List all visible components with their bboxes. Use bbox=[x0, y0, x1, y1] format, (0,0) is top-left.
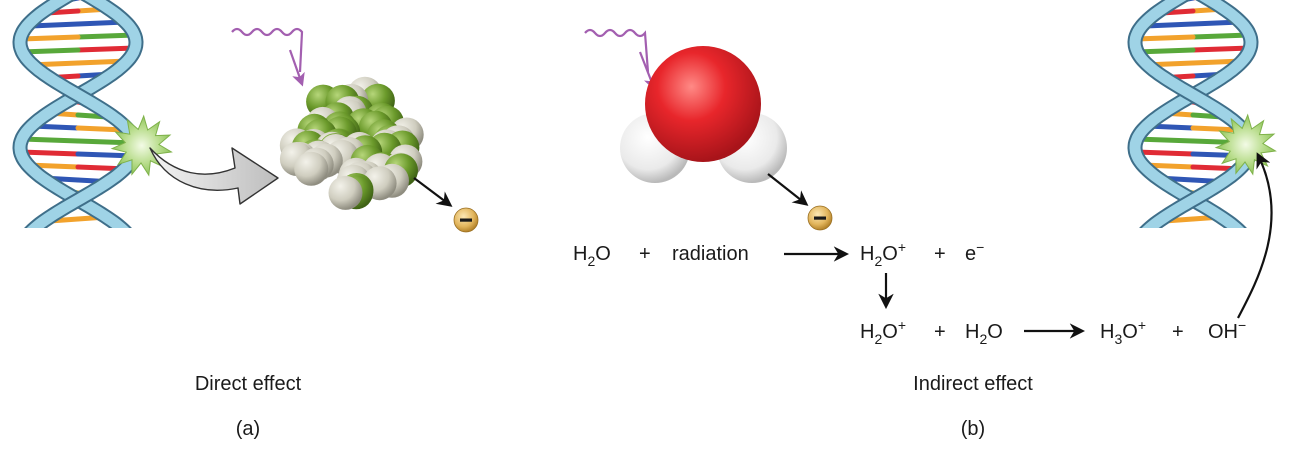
base-pair bbox=[75, 45, 138, 53]
dna-double-helix-icon bbox=[1127, 0, 1259, 234]
panel-label-b: (b) bbox=[961, 418, 985, 440]
eq1-reactant-radiation: radiation bbox=[672, 243, 749, 265]
panel-label-a: (a) bbox=[236, 418, 260, 440]
base-pair bbox=[1226, 227, 1240, 228]
base-pair bbox=[111, 227, 125, 228]
eq1-plus-1: + bbox=[639, 243, 651, 265]
caption-direct-effect: Direct effect bbox=[195, 373, 302, 395]
base-pair bbox=[1190, 125, 1242, 133]
nucleus-electron-arrow bbox=[413, 177, 453, 207]
helix-strand-fill bbox=[14, 0, 142, 228]
base-pair bbox=[1190, 45, 1253, 53]
base-pair bbox=[1190, 32, 1253, 40]
base-pair bbox=[19, 136, 81, 144]
radiation-wave-arrow bbox=[288, 49, 305, 87]
water-molecule-icon bbox=[620, 46, 787, 183]
caption-indirect-effect: Indirect effect bbox=[913, 373, 1033, 395]
base-pair bbox=[18, 149, 81, 157]
eq2-product-hydroxide: OH− bbox=[1208, 317, 1246, 343]
neutron bbox=[328, 175, 363, 210]
helix-strand-fill bbox=[1129, 0, 1257, 228]
base-pair bbox=[1133, 34, 1196, 42]
eq1-product-electron: e− bbox=[965, 239, 984, 265]
base-pair bbox=[1148, 232, 1193, 234]
hydroxide-attack-arrow bbox=[1237, 152, 1273, 319]
base-pair bbox=[75, 32, 138, 40]
base-pair bbox=[75, 125, 127, 133]
base-pair bbox=[18, 34, 81, 42]
base-pair bbox=[1133, 149, 1196, 157]
base-pair bbox=[28, 21, 81, 29]
equation-1: H2O + radiation H2O+ + e− bbox=[573, 239, 984, 269]
base-pair bbox=[1143, 21, 1196, 29]
dna-double-helix-icon bbox=[12, 0, 144, 234]
eq2-reactant-water: H2O bbox=[965, 321, 1003, 347]
water-electron-arrow bbox=[767, 173, 809, 206]
base-pair bbox=[1134, 136, 1196, 144]
eq1-reactant-water: H2O bbox=[573, 243, 611, 269]
eq1-product-water-cation: H2O+ bbox=[860, 239, 906, 269]
radiation-wave-icon bbox=[231, 27, 304, 73]
electron-icon bbox=[807, 205, 833, 231]
eq2-plus-1: + bbox=[934, 321, 946, 343]
atomic-nucleus-icon bbox=[279, 76, 424, 210]
eq1-plus-2: + bbox=[934, 243, 946, 265]
equation-2: H2O+ + H2O H3O+ + OH− bbox=[860, 317, 1246, 347]
radiation-wave-icon bbox=[584, 28, 650, 73]
electron-icon bbox=[453, 207, 479, 233]
eq2-product-hydronium: H3O+ bbox=[1100, 317, 1146, 347]
direct-effect-block-arrow bbox=[149, 147, 279, 205]
base-pair bbox=[33, 232, 78, 234]
eq2-reactant-water-cation: H2O+ bbox=[860, 317, 906, 347]
eq2-plus-2: + bbox=[1172, 321, 1184, 343]
neutron bbox=[294, 151, 329, 186]
